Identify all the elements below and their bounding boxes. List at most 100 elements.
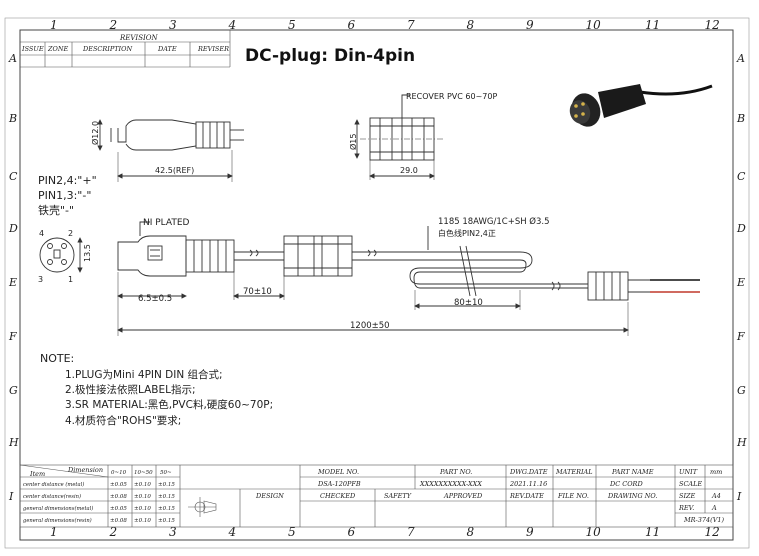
column-label-bottom-8: 8 <box>467 525 475 539</box>
tol-row-label: center distance(resin) <box>23 493 81 500</box>
row-label-B: B <box>8 112 17 125</box>
revision-title: REVISION <box>119 34 159 42</box>
plug-side-view <box>97 119 244 182</box>
model-no-label: MODEL NO. <box>317 468 359 476</box>
rev-col-issue: ISSUE <box>21 45 44 53</box>
dim-dia-15: Ø15 <box>348 134 358 150</box>
row-label-G: G <box>9 384 18 397</box>
column-label-11: 11 <box>645 18 660 32</box>
design-label: DESIGN <box>255 492 284 500</box>
rev-col-date: DATE <box>157 45 177 53</box>
tol-head-item: Item <box>29 470 45 478</box>
column-label-7: 7 <box>407 18 415 32</box>
model-no-value: DSA-120PFB <box>317 480 361 488</box>
dim-70: 70±10 <box>243 287 272 297</box>
pin-face-view <box>39 237 83 273</box>
dim-6-5: 6.5±0.5 <box>138 294 172 304</box>
tol-row-value: ±0.15 <box>158 506 175 512</box>
pin-legend-shell: 铁壳"-" <box>38 203 74 217</box>
column-label-12: 12 <box>705 18 720 32</box>
part-no-label: PART NO. <box>439 468 472 476</box>
dim-42-5: 42.5(REF) <box>155 166 194 175</box>
tol-row-label: center distance (metal) <box>23 481 84 488</box>
notes-block: NOTE: 1.PLUG为Mini 4PIN DIN 组合式; 2.极性接法依照… <box>40 352 273 427</box>
tol-row-value: ±0.10 <box>134 518 151 524</box>
notes-title: NOTE: <box>40 352 74 365</box>
part-name-value: DC CORD <box>609 480 643 488</box>
tol-row-value: ±0.08 <box>110 494 127 500</box>
recover-pvc-label: RECOVER PVC 60~70P <box>406 92 497 101</box>
tol-row-value: ±0.15 <box>158 494 175 500</box>
tol-row-value: ±0.15 <box>158 518 175 524</box>
approved-label: APPROVED <box>443 492 483 500</box>
file-no-label: FILE NO. <box>557 492 589 500</box>
form-no: MR-374(V1) <box>683 516 725 524</box>
row-label-right-F: F <box>736 330 745 343</box>
row-label-right-H: H <box>736 436 747 449</box>
size-label: SIZE <box>679 492 696 500</box>
column-label-bottom-12: 12 <box>705 525 720 539</box>
tol-row-value: ±0.10 <box>134 482 151 488</box>
dim-29: 29.0 <box>400 166 418 175</box>
plug-photo <box>569 84 713 127</box>
row-label-H: H <box>8 436 19 449</box>
column-label-8: 8 <box>467 18 475 32</box>
column-label-6: 6 <box>348 18 356 32</box>
title-block <box>19 464 734 528</box>
white-line-label: 白色线PIN2,4正 <box>438 228 496 238</box>
column-label-9: 9 <box>526 18 534 32</box>
tolerance-table: Item Dimension 0~10 10~50 50~ center dis… <box>23 466 175 524</box>
dim-13-5: 13.5 <box>83 244 92 262</box>
rev-col-reviser: REVISER <box>197 45 229 53</box>
unit-label: UNIT <box>679 468 698 476</box>
column-label-3: 3 <box>169 18 177 32</box>
column-label-bottom-7: 7 <box>407 525 415 539</box>
checked-label: CHECKED <box>320 492 356 500</box>
outer-frame <box>4 17 750 549</box>
rev-date-label: REV.DATE <box>509 492 544 500</box>
column-label-bottom-6: 6 <box>348 525 356 539</box>
tol-row-value: ±0.10 <box>134 506 151 512</box>
tol-head-range-3: 50~ <box>160 470 172 476</box>
row-label-F: F <box>8 330 17 343</box>
tol-head-dimension: Dimension <box>67 466 103 474</box>
tol-row-label: general dimensions(resin) <box>23 517 92 524</box>
rev-col-description: DESCRIPTION <box>82 45 132 53</box>
drawing-no-label: DRAWING NO. <box>607 492 657 500</box>
row-label-right-A: A <box>736 52 745 65</box>
row-label-C: C <box>9 170 18 183</box>
row-label-right-E: E <box>736 276 745 289</box>
row-label-I: I <box>8 490 14 503</box>
column-label-bottom-4: 4 <box>228 525 237 539</box>
page-title: DC-plug: Din-4pin <box>245 46 416 66</box>
ni-plated-label: NI PLATED <box>143 218 190 228</box>
row-label-right-I: I <box>736 490 742 503</box>
row-label-E: E <box>8 276 17 289</box>
strain-relief-view <box>354 94 444 180</box>
row-label-A: A <box>8 52 17 65</box>
row-label-right-B: B <box>736 112 745 125</box>
cable-assembly <box>117 221 700 336</box>
scale-label: SCALE <box>679 480 702 488</box>
cable-spec-label: 1185 18AWG/1C+SH Ø3.5 <box>438 216 550 227</box>
dim-1200: 1200±50 <box>350 321 390 331</box>
size-value: A4 <box>711 492 721 500</box>
note-item-3: 3.SR MATERIAL:黑色,PVC料,硬度60~70P; <box>65 398 273 411</box>
pin-label-4: 4 <box>39 229 44 238</box>
note-item-1: 1.PLUG为Mini 4PIN DIN 组合式; <box>65 368 223 381</box>
safety-label: SAFETY <box>384 492 412 500</box>
tol-head-range-1: 0~10 <box>111 470 127 476</box>
revision-block: REVISION ISSUE ZONE DESCRIPTION DATE REV… <box>20 30 231 68</box>
column-label-bottom-11: 11 <box>645 525 660 539</box>
material-label: MATERIAL <box>555 468 593 476</box>
pin-label-3: 3 <box>38 275 43 284</box>
pin-label-2: 2 <box>68 229 73 238</box>
column-label-2: 2 <box>109 18 118 32</box>
column-label-4: 4 <box>228 18 237 32</box>
rev-value: A <box>711 504 717 512</box>
dim-dia-12: Ø12.0 <box>90 121 100 145</box>
